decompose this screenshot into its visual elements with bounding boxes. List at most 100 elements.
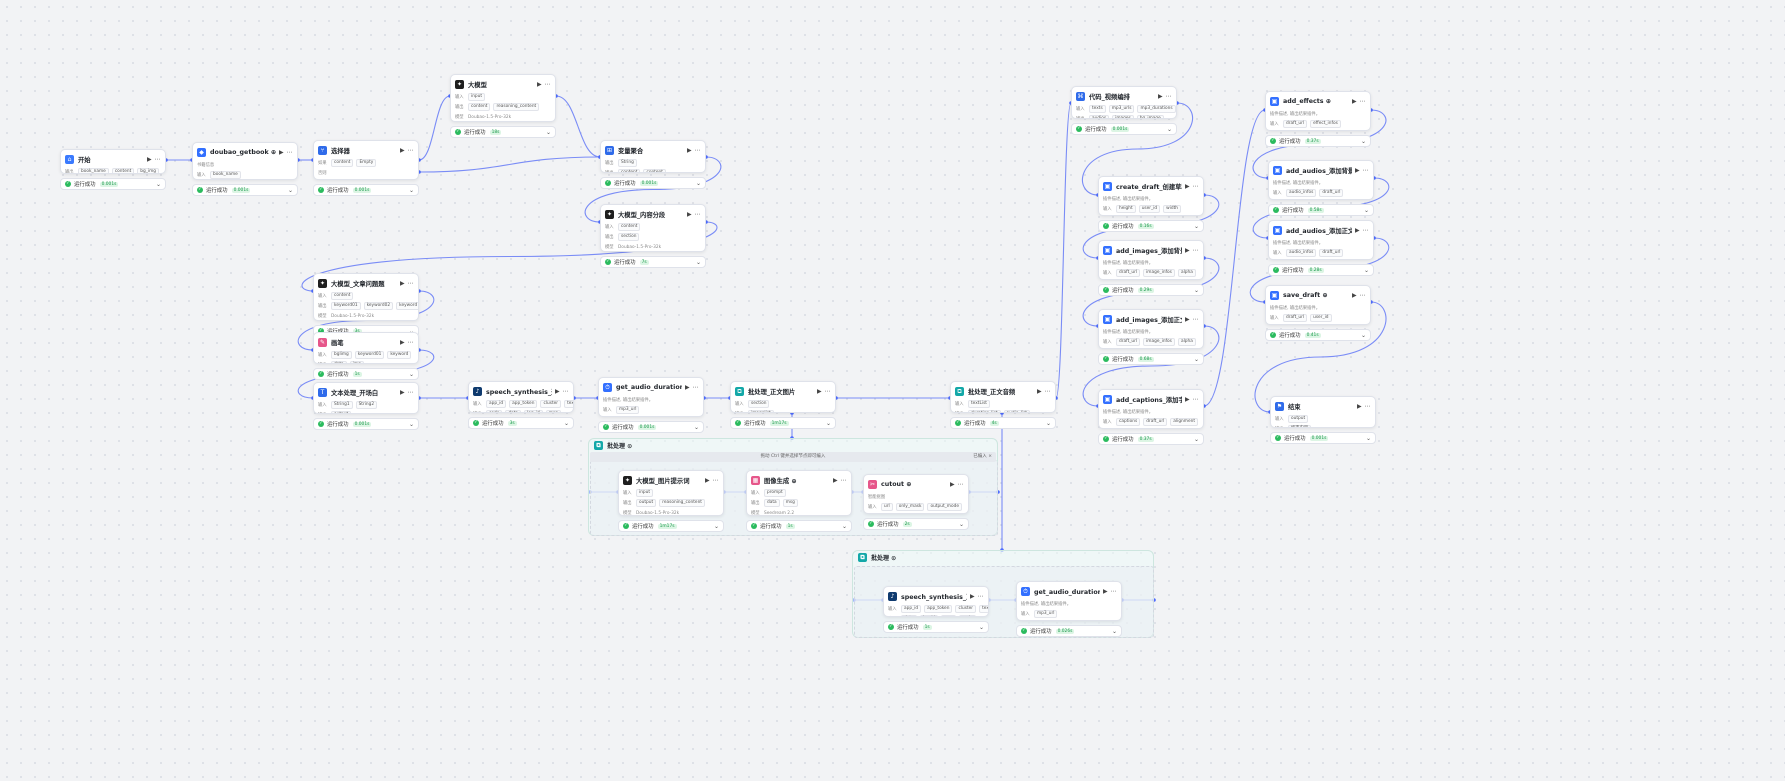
chevron-down-icon[interactable]: ⌄ (1111, 627, 1117, 635)
run-and-more-icons[interactable]: ▶ ⋯ (949, 481, 964, 488)
chevron-down-icon[interactable]: ⌄ (1045, 419, 1051, 427)
connection-edge[interactable] (418, 156, 601, 173)
node-code-mid[interactable]: ✎画笔▶ ⋯输入bglimgkeyword01keyword输出dataimg (313, 332, 419, 364)
run-and-more-icons[interactable]: ▶ ⋯ (704, 477, 719, 484)
run-and-more-icons[interactable]: ▶ ⋯ (399, 280, 414, 287)
chevron-down-icon[interactable]: ⌄ (713, 522, 719, 530)
node-code-timeline[interactable]: ⌘代码_视频编排▶ ⋯输入textsmp3_urlsmp3_durations输… (1071, 86, 1177, 119)
run-and-more-icons[interactable]: ▶ ⋯ (1157, 93, 1172, 100)
chevron-down-icon[interactable]: ⌄ (825, 419, 831, 427)
cond-variable[interactable]: content (331, 159, 354, 167)
run-and-more-icons[interactable]: ▶ ⋯ (399, 147, 414, 154)
chevron-down-icon[interactable]: ⌄ (1360, 331, 1366, 339)
chevron-down-icon[interactable]: ⌄ (408, 370, 414, 378)
run-and-more-icons[interactable]: ▶ ⋯ (1184, 247, 1199, 254)
chevron-down-icon[interactable]: ⌄ (408, 327, 414, 335)
chevron-down-icon[interactable]: ⌄ (1365, 434, 1371, 442)
connection-edge[interactable] (1203, 109, 1266, 407)
node-var-merge[interactable]: ⊞变量聚合▶ ⋯输出String输出contentcontent (600, 140, 706, 173)
connection-edge[interactable] (555, 95, 601, 158)
run-and-more-icons[interactable]: ▶ ⋯ (399, 339, 414, 346)
node-add-audio2[interactable]: ▣add_audios_添加正文音频▶ ⋯插件描述, 输出结果插件。输入audi… (1268, 220, 1374, 260)
node-add-captions[interactable]: ▣add_captions_添加字幕 ⊕▶ ⋯插件描述, 输出结果插件。输入ca… (1098, 389, 1204, 429)
chevron-down-icon[interactable]: ⌄ (563, 419, 569, 427)
node-add-audio1[interactable]: ▣add_audios_添加背景音乐▶ ⋯插件描述, 输出结果插件。输入audi… (1268, 160, 1374, 200)
run-and-more-icons[interactable]: ▶ ⋯ (399, 389, 414, 396)
node-get-audio2[interactable]: ⏱get_audio_duration_正文音 ⊕▶ ⋯插件描述, 输出结果插件… (1016, 581, 1122, 621)
node-batch-img[interactable]: ⧉批处理_正文图片▶ ⋯输入section输出imagelist (730, 381, 836, 413)
node-speech2[interactable]: ♪speech_synthesis_正文音频▶ ⋯输入app_idapp_tok… (883, 586, 989, 617)
connection-edge[interactable] (1082, 325, 1220, 407)
chevron-down-icon[interactable]: ⌄ (978, 623, 984, 631)
run-and-more-icons[interactable]: ▶ ⋯ (1102, 588, 1117, 595)
chevron-down-icon[interactable]: ⌄ (1193, 222, 1199, 230)
node-add-images1[interactable]: ▣add_images_添加背景图 ⊕▶ ⋯插件描述, 输出结果插件。输入dra… (1098, 240, 1204, 280)
cond-operator[interactable]: Empty (356, 159, 377, 167)
chevron-down-icon[interactable]: ⌄ (1193, 435, 1199, 443)
run-and-more-icons[interactable]: ▶ ⋯ (686, 147, 701, 154)
node-doubao[interactable]: ◆doubao_getbook ⊕▶ ⋯书籍信息输入book_name输出boo… (192, 142, 298, 180)
node-end[interactable]: ⚑结束▶ ⋯输入output输出结束内容 (1270, 396, 1376, 428)
connection-edge[interactable] (1082, 102, 1193, 196)
chevron-down-icon[interactable]: ⌄ (408, 186, 414, 194)
run-and-more-icons[interactable]: ▶ ⋯ (1351, 292, 1366, 299)
connection-edge[interactable] (584, 156, 722, 223)
chevron-down-icon[interactable]: ⌄ (693, 423, 699, 431)
node-speech1[interactable]: ♪speech_synthesis_开场白 ⊕▶ ⋯输入app_idapp_to… (468, 381, 574, 413)
group-close-button[interactable]: 已编入 × (973, 454, 992, 459)
chevron-down-icon[interactable]: ⌄ (1363, 266, 1369, 274)
chevron-down-icon[interactable]: ⌄ (287, 186, 293, 194)
run-and-more-icons[interactable]: ▶ ⋯ (278, 149, 293, 156)
chevron-down-icon[interactable]: ⌄ (1193, 355, 1199, 363)
chevron-down-icon[interactable]: ⌄ (1193, 286, 1199, 294)
chevron-down-icon[interactable]: ⌄ (958, 520, 964, 528)
run-and-more-icons[interactable]: ▶ ⋯ (536, 81, 551, 88)
connection-edge[interactable] (1055, 102, 1072, 399)
chevron-down-icon[interactable]: ⌄ (408, 420, 414, 428)
chevron-down-icon[interactable]: ⌄ (155, 180, 161, 188)
node-batch-main[interactable]: ⧉批处理_正文音频▶ ⋯输入textList输出duration_listaud… (950, 381, 1056, 413)
run-and-more-icons[interactable]: ▶ ⋯ (146, 156, 161, 163)
chevron-down-icon[interactable]: ⌄ (1166, 125, 1172, 133)
run-and-more-icons[interactable]: ▶ ⋯ (1351, 98, 1366, 105)
connection-edge[interactable] (1254, 301, 1387, 413)
node-add-images2[interactable]: ▣add_images_添加正文图 ⊕▶ ⋯插件描述, 输出结果插件。输入dra… (1098, 309, 1204, 349)
node-get-audio1[interactable]: ⏱get_audio_duration ⊕▶ ⋯插件描述, 输出结果插件。输入m… (598, 377, 704, 417)
chevron-down-icon[interactable]: ⌄ (695, 179, 701, 187)
run-and-more-icons[interactable]: ▶ ⋯ (1184, 183, 1199, 190)
run-and-more-icons[interactable]: ▶ ⋯ (1184, 396, 1199, 403)
run-and-more-icons[interactable]: ▶ ⋯ (684, 384, 699, 391)
run-and-more-icons[interactable]: ▶ ⋯ (1184, 316, 1199, 323)
chevron-down-icon[interactable]: ⌄ (1360, 137, 1366, 145)
